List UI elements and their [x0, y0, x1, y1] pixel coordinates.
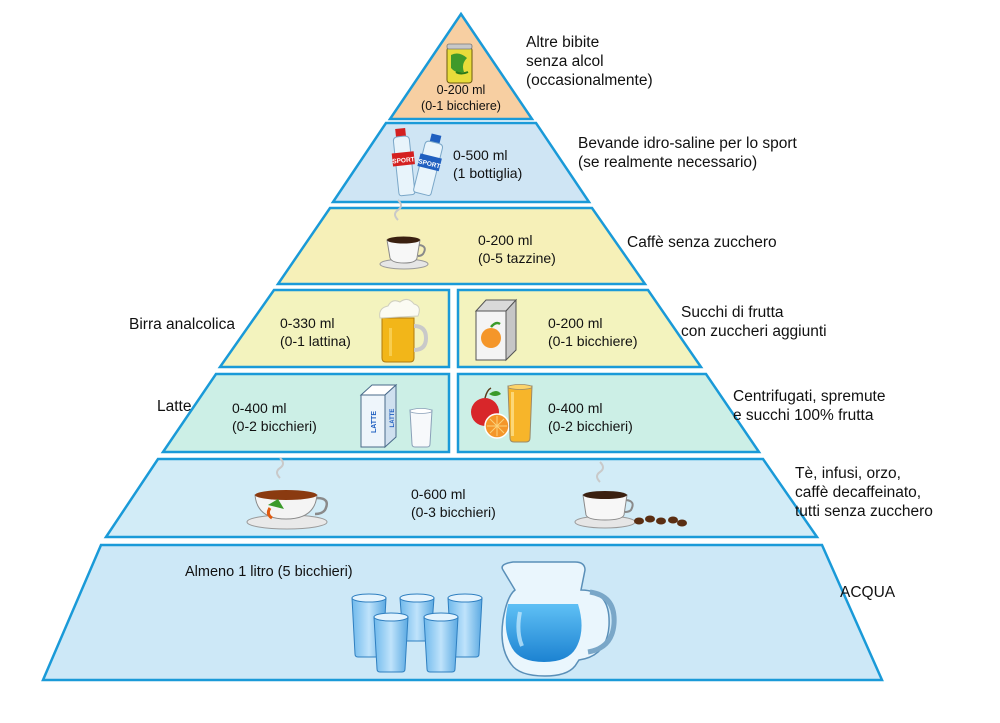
tier-3-amount: 0-200 ml — [478, 232, 533, 248]
tier-2-amount-box: 0-500 ml (1 bottiglia) — [453, 146, 522, 182]
fruit-juice-icon — [471, 384, 533, 443]
milk-glass-icon — [409, 408, 433, 448]
tier-1-portion: (0-1 bicchiere) — [421, 99, 501, 113]
tier-6-amount: 0-600 ml — [411, 486, 466, 502]
tier-3-band — [275, 206, 648, 286]
tea-cup-icon — [246, 457, 328, 530]
tier-3-amount-box: 0-200 ml (0-5 tazzine) — [478, 231, 556, 267]
tier-4-left-amount: 0-330 ml — [280, 315, 335, 331]
espresso-cup-icon — [379, 199, 429, 270]
tier-4-right-label: Succhi di frutta con zuccheri aggiunti — [681, 304, 827, 340]
water-glasses-icon — [351, 593, 483, 673]
tier-3-portion: (0-5 tazzine) — [478, 250, 556, 266]
tier-4-left-portion: (0-1 lattina) — [280, 333, 351, 349]
tier-6-label: Tè, infusi, orzo, caffè decaffeinato, tu… — [795, 465, 933, 520]
tier-5-right-amount-box: 0-400 ml (0-2 bicchieri) — [548, 399, 633, 435]
tier-4-left-amount-box: 0-330 ml (0-1 lattina) — [280, 314, 351, 350]
tier-5-left-amount: 0-400 ml — [232, 400, 287, 416]
tier-5-right-band — [456, 372, 762, 454]
tier-7-amount: Almeno 1 litro (5 bicchieri) — [185, 564, 353, 580]
bottle-label-red: SPORT — [392, 156, 415, 165]
tier-1-amount: 0-200 ml — [436, 83, 486, 97]
tier-4-right-portion: (0-1 bicchiere) — [548, 333, 638, 349]
tier-1-label: Altre bibite senza alcol (occasionalment… — [526, 34, 653, 89]
tier-4-right-band — [456, 288, 704, 369]
tier-5-right-label: Centrifugati, spremute e succhi 100% fru… — [733, 388, 886, 424]
tier-4-right-amount-box: 0-200 ml (0-1 bicchiere) — [548, 314, 637, 350]
tier-4-left-label: Birra analcolica — [129, 316, 235, 333]
tier-5-right-portion: (0-2 bicchieri) — [548, 418, 633, 434]
juice-carton-icon — [474, 298, 518, 362]
beer-mug-icon — [379, 298, 429, 363]
tier-2-label: Bevande idro-saline per lo sport (se rea… — [578, 135, 797, 171]
coffee-cup-icon — [574, 461, 636, 529]
tier-4-right-amount: 0-200 ml — [548, 315, 603, 331]
milk-carton-icon: LATTE LATTE — [359, 383, 398, 449]
milk-carton-label: LATTE — [371, 411, 378, 433]
tier-2-amount: 0-500 ml — [453, 147, 508, 163]
tier-5-left-amount-box: 0-400 ml (0-2 bicchieri) — [232, 399, 317, 435]
milk-carton-side-label: LATTE — [390, 409, 396, 428]
tier-1-amount-box: 0-200 ml (0-1 bicchiere) — [418, 82, 504, 114]
tier-5-left-portion: (0-2 bicchieri) — [232, 418, 317, 434]
sport-bottles-icon: SPORT SPORT — [391, 127, 444, 197]
tier-5-right-amount: 0-400 ml — [548, 400, 603, 416]
tier-2-portion: (1 bottiglia) — [453, 165, 523, 181]
tier-6-amount-box: 0-600 ml (0-3 bicchieri) — [411, 485, 496, 521]
tier-7-label: ACQUA — [840, 584, 896, 601]
tier-3-label: Caffè senza zucchero — [627, 234, 777, 251]
water-jug-icon — [501, 561, 617, 677]
tier-6-portion: (0-3 bicchieri) — [411, 504, 496, 520]
coffee-beans-icon — [634, 515, 687, 527]
tier-5-left-label: Latte — [157, 398, 192, 415]
soda-can-icon — [446, 43, 473, 84]
